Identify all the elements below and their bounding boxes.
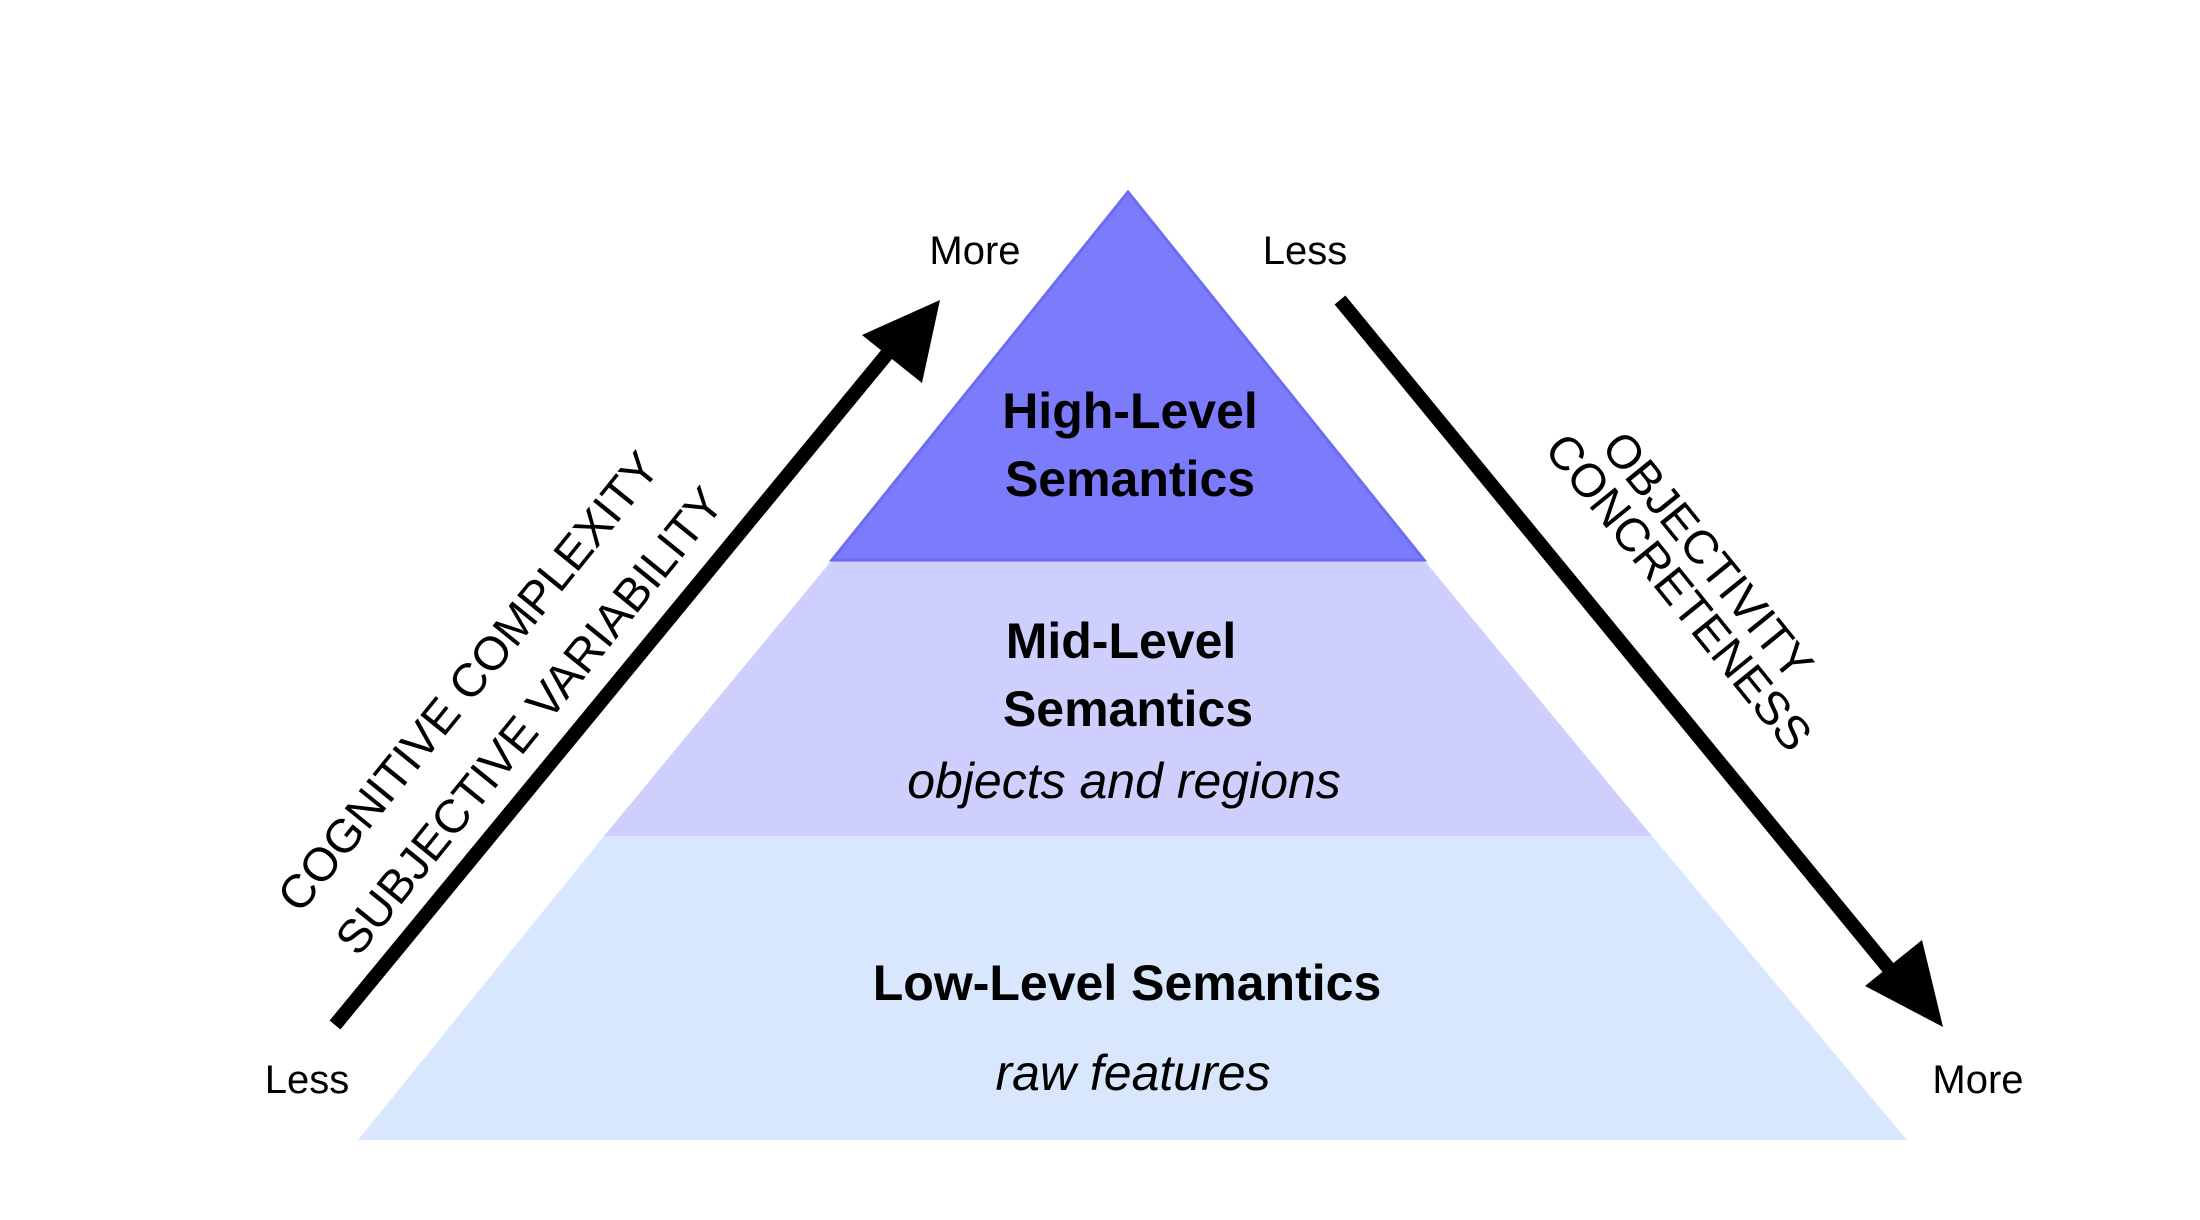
left-up-arrow bbox=[329, 300, 940, 1030]
right-arrow-shaft bbox=[1334, 295, 1896, 975]
right-axis-more-label: More bbox=[1932, 1058, 2023, 1102]
low-level-subtitle: raw features bbox=[995, 1045, 1270, 1101]
left-axis-less-label: Less bbox=[265, 1058, 350, 1102]
mid-level-title-line1: Mid-Level bbox=[1006, 613, 1237, 669]
left-arrow-head bbox=[862, 300, 940, 383]
left-axis-more-label: More bbox=[929, 229, 1020, 273]
high-level-tier bbox=[828, 189, 1428, 562]
mid-level-subtitle: objects and regions bbox=[907, 753, 1341, 809]
right-arrow-head bbox=[1865, 940, 1943, 1027]
low-level-tier bbox=[358, 836, 1907, 1140]
high-level-title-line2: Semantics bbox=[1005, 451, 1255, 507]
left-arrow-shaft bbox=[329, 343, 898, 1030]
high-level-title-line1: High-Level bbox=[1002, 383, 1258, 439]
right-axis-less-label: Less bbox=[1263, 229, 1348, 273]
mid-level-title-line2: Semantics bbox=[1003, 681, 1253, 737]
right-down-arrow bbox=[1334, 295, 1943, 1027]
low-level-title: Low-Level Semantics bbox=[873, 955, 1382, 1011]
mid-level-tier bbox=[604, 560, 1652, 836]
